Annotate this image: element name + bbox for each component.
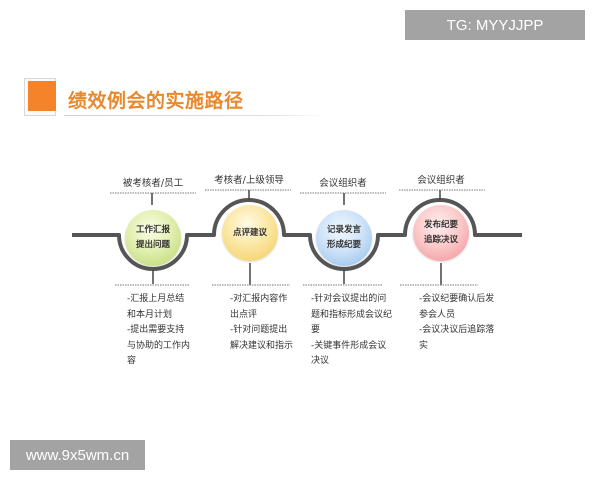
title-underline (64, 115, 324, 116)
watermark-top-right: TG: MYYJJPP (405, 10, 585, 40)
node-text-line2: 形成纪要 (326, 240, 361, 250)
step1-description: -汇报上月总结和本月计划 -提出需要支持与协助的工作内容 (127, 292, 191, 370)
step-node-work-report: 工作汇报 提出问题 (125, 210, 181, 266)
page-title: 绩效例会的实施路径 (68, 90, 244, 112)
node-text-line1: 发布纪要 (423, 220, 458, 230)
role-label-step3: 会议组织者 (319, 178, 367, 189)
bullet: -针对问题提出解决建议和指示 (230, 325, 294, 351)
role-label-step2: 考核者/上级领导 (214, 175, 284, 186)
step2-description: -对汇报内容作出点评 -针对问题提出解决建议和指示 (230, 292, 294, 354)
node-text-line2: 追踪决议 (423, 235, 458, 245)
step-node-review-advice: 点评建议 (222, 205, 278, 261)
node-text-line1: 工作汇报 (135, 225, 170, 235)
node-text-line1: 点评建议 (232, 227, 267, 238)
bullet: -对汇报内容作出点评 (230, 294, 288, 320)
title-accent-square (28, 81, 56, 111)
bullet: -会议纪要确认后发参会人员 (419, 294, 495, 320)
track-path (72, 198, 522, 271)
node-text-line2: 提出问题 (135, 240, 170, 250)
bullet: -会议决议后追踪落实 (419, 325, 495, 351)
bullet: -汇报上月总结和本月计划 (127, 294, 185, 320)
step4-description: -会议纪要确认后发参会人员 -会议决议后追踪落实 (419, 292, 495, 354)
role-label-step1: 被考核者/员工 (122, 178, 184, 189)
step-node-publish-track: 发布纪要 追踪决议 (413, 205, 469, 261)
role-label-step4: 会议组织者 (417, 175, 465, 186)
bullet: -提出需要支持与协助的工作内容 (127, 325, 191, 366)
watermark-bottom-left: www.9x5wm.cn (10, 440, 145, 470)
bullet: -关键事件形成会议决议 (311, 340, 387, 367)
step3-description: -针对会议提出的问题和指标形成会议纪要 -关键事件形成会议决议 (311, 292, 393, 370)
bullet: -针对会议提出的问题和指标形成会议纪要 (311, 294, 393, 335)
step-node-record-minutes: 记录发言 形成纪要 (316, 210, 372, 266)
node-text-line1: 记录发言 (326, 225, 361, 235)
